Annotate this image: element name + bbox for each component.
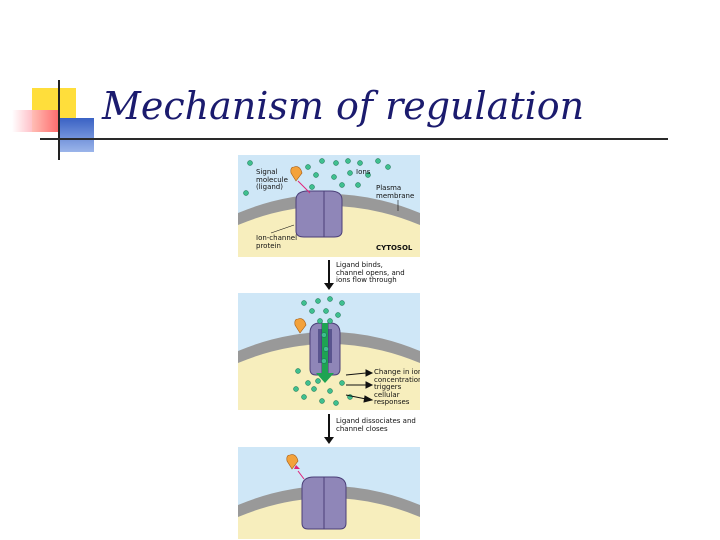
deco-vertical-line xyxy=(58,80,60,160)
title-underline xyxy=(40,138,668,140)
deco-blue-square xyxy=(60,118,94,152)
plasma-membrane-label: Plasma membrane xyxy=(376,185,414,200)
slide-title: Mechanism of regulation xyxy=(102,84,584,128)
cytosol-label: CYTOSOL xyxy=(376,245,412,253)
ion-channel-protein-label: Ion-channel protein xyxy=(256,235,297,250)
ions-label: Ions xyxy=(356,169,370,177)
step-1-label: Ligand binds, channel opens, and ions fl… xyxy=(336,262,405,285)
signal-molecule-label: Signal molecule (ligand) xyxy=(256,169,288,192)
panel-closed-channel: Signal molecule (ligand) Ions Plasma mem… xyxy=(238,155,420,257)
step-arrow-1 xyxy=(328,260,330,284)
step-2-label: Ligand dissociates and channel closes xyxy=(336,418,416,433)
panel-3-illustration xyxy=(238,447,420,539)
panel-open-channel: Change in ion concentration triggers cel… xyxy=(238,293,420,410)
step-arrow-2 xyxy=(328,414,330,438)
cellular-response-label: Change in ion concentration triggers cel… xyxy=(374,369,420,407)
panel-channel-closes xyxy=(238,447,420,539)
deco-red-square xyxy=(12,110,60,132)
